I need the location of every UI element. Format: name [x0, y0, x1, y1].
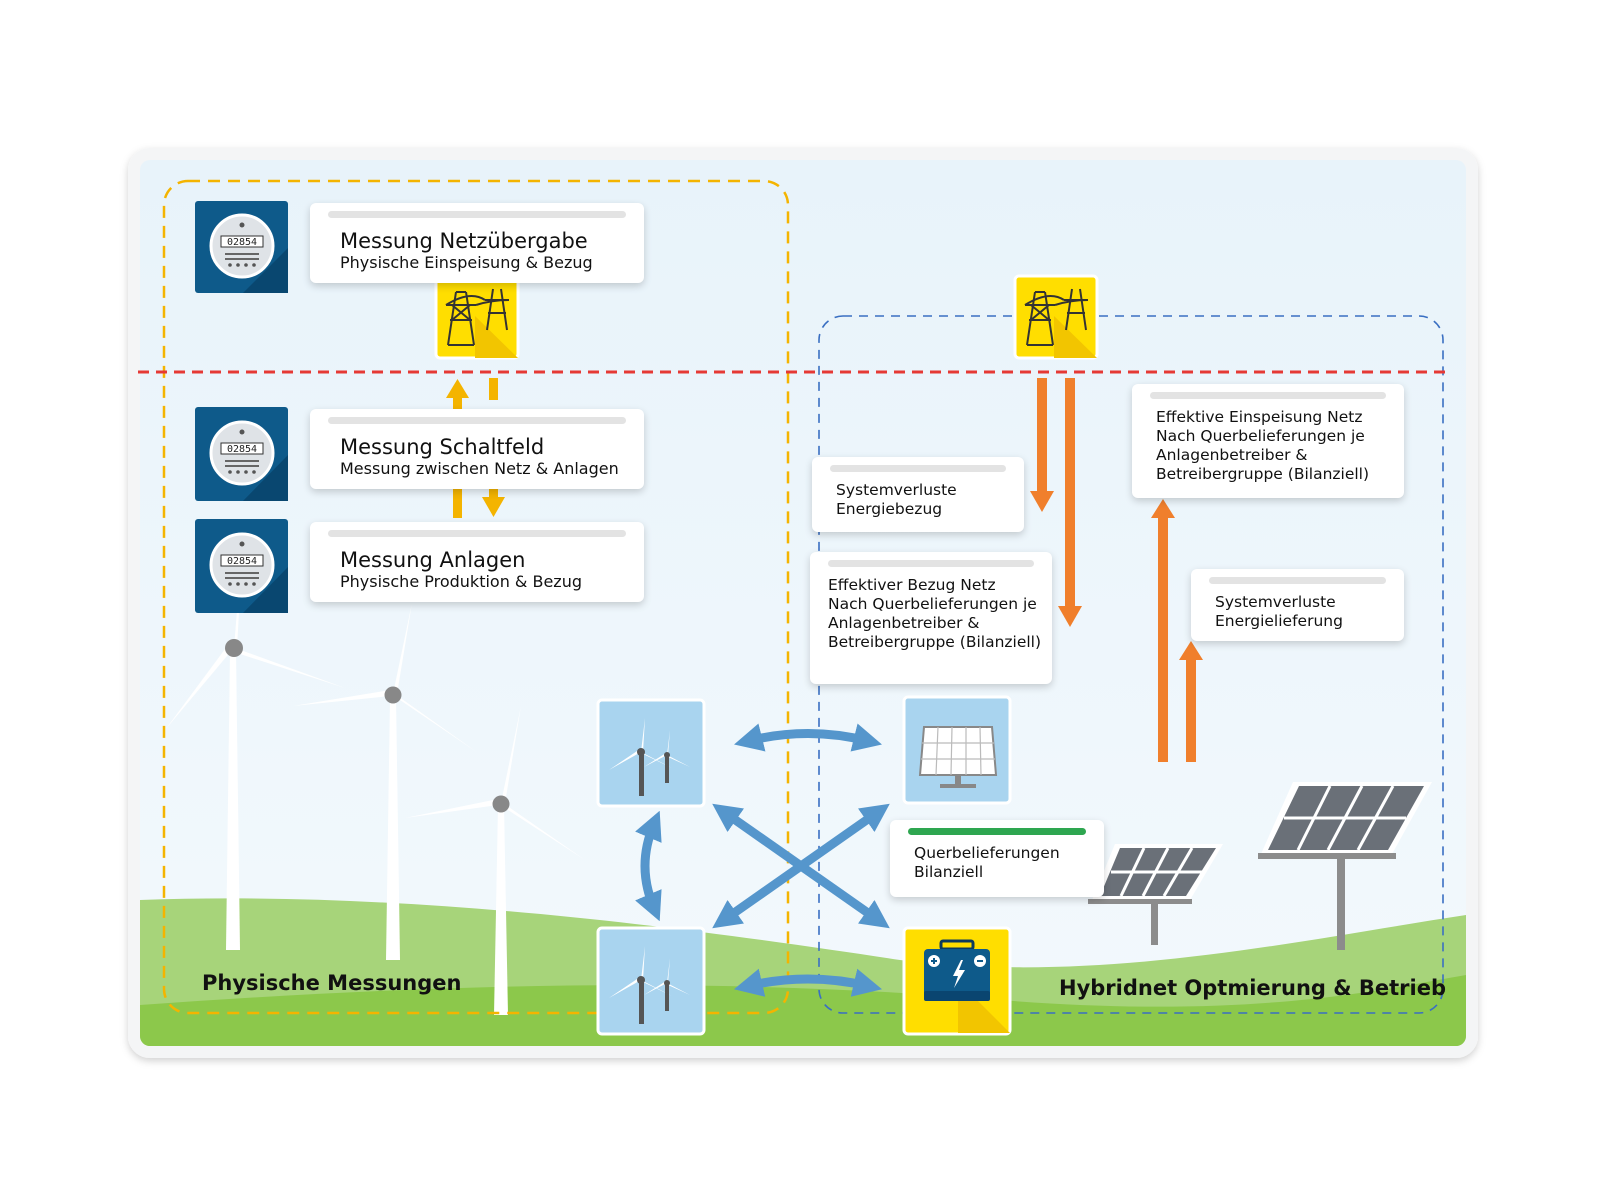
wind-turbine-icon — [165, 522, 345, 950]
effektive-einspeisung-card: Effektive Einspeisung Netz Nach Querbeli… — [1132, 384, 1404, 498]
effektiver-bezug-card: Effektiver Bezug Netz Nach Querbelieferu… — [810, 552, 1052, 684]
card-line: Nach Querbelieferungen je — [828, 595, 1037, 613]
card-header-bar — [908, 828, 1086, 835]
blue-exchange-arrows — [635, 723, 890, 997]
wind-park-icon — [596, 698, 706, 808]
card-line: Systemverluste — [836, 481, 957, 499]
meter-icon: 02854 — [195, 519, 288, 613]
region-label-physische-messungen: Physische Messungen — [202, 971, 462, 995]
card-header-bar — [328, 530, 626, 537]
systemverluste-energiebezug-card: Systemverluste Energiebezug — [812, 457, 1024, 532]
card-line: Energiebezug — [836, 500, 943, 518]
power-pylon-icon — [1013, 274, 1099, 360]
measurement-card-schaltfeld: Messung Schaltfeld Messung zwischen Netz… — [310, 409, 644, 489]
card-line: Effektive Einspeisung Netz — [1156, 408, 1363, 426]
card-subtitle: Physische Einspeisung & Bezug — [340, 253, 593, 272]
orange-flow-arrows — [1030, 378, 1203, 762]
wind-park-icon — [596, 926, 706, 1036]
card-header-bar — [830, 465, 1006, 472]
card-text: Querbelieferungen Bilanziell — [914, 844, 1060, 882]
card-header-bar — [328, 211, 626, 218]
region-label-hybridnet: Hybridnet Optmierung & Betrieb — [1059, 976, 1447, 1000]
card-text: Systemverluste Energielieferung — [1215, 593, 1343, 631]
wind-turbine-icon — [405, 706, 585, 1015]
meter-icon: 02854 — [195, 201, 288, 293]
wind-turbine-icon — [293, 603, 478, 960]
card-line: Systemverluste — [1215, 593, 1336, 611]
card-text: Effektiver Bezug Netz Nach Querbelieferu… — [828, 576, 1041, 652]
card-line: Betreibergruppe (Bilanziell) — [1156, 465, 1370, 483]
card-line: Betreibergruppe (Bilanziell) — [828, 633, 1042, 651]
meter-icon: 02854 — [195, 407, 288, 501]
left-region-frame — [162, 179, 790, 1015]
card-header-bar — [328, 417, 626, 424]
card-line: Anlagenbetreiber & — [1156, 446, 1308, 464]
solar-panel-icon — [1088, 844, 1223, 945]
card-header-bar — [828, 560, 1034, 567]
card-line: Anlagenbetreiber & — [828, 614, 980, 632]
solar-panel-icon — [1258, 782, 1432, 950]
card-subtitle: Messung zwischen Netz & Anlagen — [340, 459, 619, 478]
card-text: Systemverluste Energiebezug — [836, 481, 957, 519]
card-title: Messung Anlagen — [340, 548, 526, 572]
measurement-card-anlagen: Messung Anlagen Physische Produktion & B… — [310, 522, 644, 602]
querbelieferungen-card: Querbelieferungen Bilanziell — [890, 820, 1104, 897]
card-title: Messung Netzübergabe — [340, 229, 588, 253]
measurement-card-netzuebergabe: Messung Netzübergabe Physische Einspeisu… — [310, 203, 644, 283]
card-text: Effektive Einspeisung Netz Nach Querbeli… — [1156, 408, 1369, 484]
card-line: Effektiver Bezug Netz — [828, 576, 996, 594]
right-region-frame — [818, 315, 1444, 1014]
card-title: Messung Schaltfeld — [340, 435, 545, 459]
card-subtitle: Physische Produktion & Bezug — [340, 572, 582, 591]
power-pylon-icon — [434, 274, 520, 360]
meter-reading: 02854 — [227, 237, 257, 248]
card-line: Bilanziell — [914, 863, 984, 881]
sky-background — [140, 160, 1466, 1046]
battery-icon — [902, 926, 1012, 1036]
systemverluste-energielieferung-card: Systemverluste Energielieferung — [1191, 569, 1404, 641]
meter-reading: 02854 — [227, 556, 257, 567]
card-header-bar — [1150, 392, 1386, 399]
card-line: Querbelieferungen — [914, 844, 1060, 862]
card-line: Nach Querbelieferungen je — [1156, 427, 1365, 445]
meter-reading: 02854 — [227, 444, 257, 455]
card-line: Energielieferung — [1215, 612, 1343, 630]
solar-tile-icon — [902, 695, 1012, 805]
card-header-bar — [1209, 577, 1386, 584]
power-flow-arrows — [446, 378, 505, 518]
